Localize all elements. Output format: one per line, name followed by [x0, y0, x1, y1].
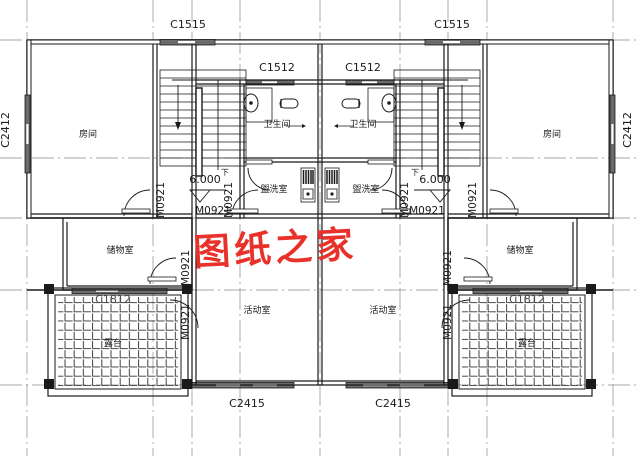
elevation-value-right: 6.000: [419, 173, 451, 186]
window-tag-c2412-left: C2412: [0, 112, 12, 148]
door-tag-hall-right: M0921: [399, 182, 411, 218]
door-tag-bedroom-right: M0921: [467, 182, 479, 218]
door-tag-storage-left: M0921: [180, 250, 192, 286]
window-tag-c1515-right: C1515: [434, 18, 470, 31]
room-label-bedroom-left: 房间: [79, 128, 97, 140]
staircase-right: [393, 69, 481, 177]
room-label-bathroom-right: 卫生间: [349, 118, 376, 130]
window-tag-c1512-right: C1512: [345, 61, 381, 74]
terrace-right: [448, 284, 596, 397]
door-tag-activity-left: M0921: [195, 205, 231, 217]
bathroom-fixtures: [243, 87, 397, 128]
interior-walls: [31, 44, 609, 386]
watermark-text: 图纸之家: [192, 222, 359, 275]
door-tag-terrace-left: M0921: [180, 304, 192, 340]
window-tag-c2415-right: C2415: [375, 397, 411, 410]
room-label-washroom-right: 盥洗室: [352, 183, 379, 195]
terrace-left: [44, 284, 192, 397]
elevation-value-left: 6.000: [189, 173, 221, 186]
room-label-terrace-left: 露台: [104, 337, 122, 349]
staircase-left: [159, 69, 247, 177]
room-label-bedroom-right: 房间: [543, 128, 561, 140]
door-tag-activity-right: M0921: [409, 205, 445, 217]
room-label-terrace-right: 露台: [518, 337, 536, 349]
window-tag-c2415-left: C2415: [229, 397, 265, 410]
room-label-washroom-left: 盥洗室: [260, 183, 287, 195]
door-tag-storage-right: M0921: [442, 250, 454, 286]
elevation-marker-left: [189, 189, 226, 203]
elevation-marker-right: [414, 189, 451, 203]
door-tag-bedroom-left: M0921: [155, 182, 167, 218]
window-tag-c1515-left: C1515: [170, 18, 206, 31]
room-label-bathroom-left: 卫生间: [263, 118, 290, 130]
window-tag-c1812-right: C1812: [509, 293, 545, 306]
window-tag-c1812-left: C1812: [95, 293, 131, 306]
window-tag-c1512-left: C1512: [259, 61, 295, 74]
room-label-storage-right: 储物室: [506, 244, 533, 256]
window-tag-c2412-right: C2412: [621, 112, 634, 148]
washroom-appliances: [300, 167, 340, 203]
stair-direction-label-right: 下: [411, 168, 419, 177]
room-label-storage-left: 储物室: [106, 244, 133, 256]
room-label-activity-right: 活动室: [369, 304, 396, 316]
room-label-activity-left: 活动室: [243, 304, 270, 316]
door-tag-hall-left: M0921: [223, 182, 235, 218]
door-tag-terrace-right: M0921: [442, 304, 454, 340]
stair-direction-label-left: 下: [221, 168, 229, 177]
